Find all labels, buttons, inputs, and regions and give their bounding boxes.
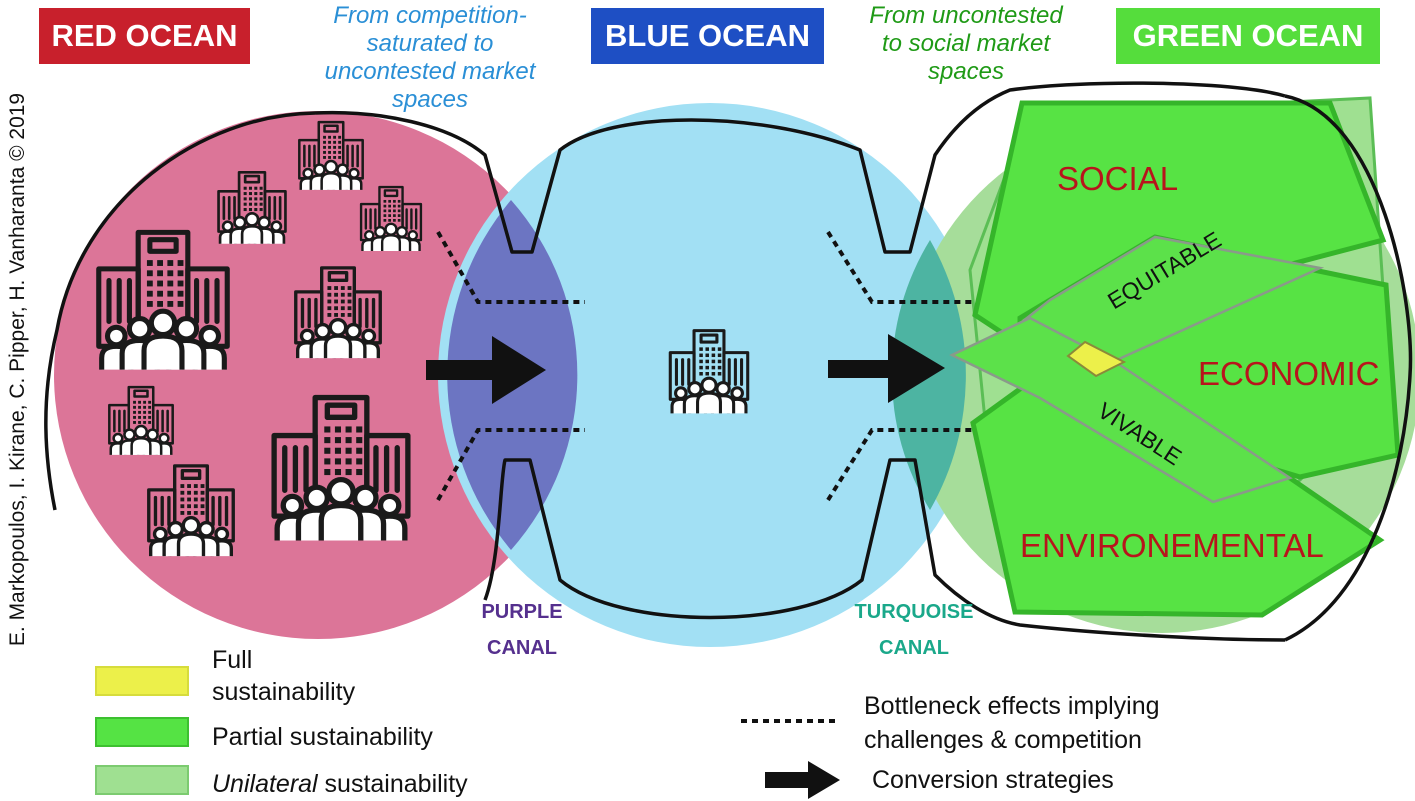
legend-unilateral-label: Unilateral sustainability	[212, 770, 468, 798]
legend-partial-label: Partial sustainability	[212, 723, 433, 751]
bottleneck-lines	[436, 230, 975, 502]
social-label: SOCIAL	[1057, 160, 1179, 197]
blue-to-green-subtitle: From uncontested to social market spaces	[869, 2, 1063, 85]
legend-swatch-full	[95, 666, 189, 696]
legend-arrow	[765, 761, 840, 799]
red-to-blue-subtitle: From competition- saturated to uncontest…	[324, 2, 536, 113]
blue-ocean-circle	[438, 103, 982, 647]
conversion-arrow-turquoise	[828, 334, 945, 403]
sustainability-polygons	[949, 96, 1401, 618]
turquoise-canal-label: TURQUOISE CANAL	[854, 601, 974, 659]
full-sustainability-zone	[1066, 340, 1127, 378]
vivable-polygon	[949, 316, 1293, 504]
blue-ocean-header: BLUE OCEAN	[591, 8, 824, 64]
red-ocean-header: RED OCEAN	[39, 8, 250, 64]
environmental-label: ENVIRONEMENTAL	[1020, 527, 1324, 564]
legend-swatch-unilateral	[95, 765, 189, 795]
ocean-boundaries	[44, 81, 1286, 642]
green-ocean-header: GREEN OCEAN	[1116, 8, 1380, 64]
legend-bottleneck-label: Bottleneck effects implying challenges &…	[864, 692, 1160, 754]
legend-swatch-partial	[95, 717, 189, 747]
legend-conversion-label: Conversion strategies	[872, 766, 1114, 794]
green-ocean-outline	[1284, 94, 1413, 642]
economic-label: ECONOMIC	[1198, 355, 1380, 392]
legend-full-label: Full sustainability	[212, 646, 356, 706]
conversion-arrow-purple	[426, 336, 546, 404]
purple-canal-label: PURPLE CANAL	[481, 601, 563, 659]
credit-text: E. Markopoulos, I. Kirane, C. Pipper, H.…	[6, 92, 29, 647]
